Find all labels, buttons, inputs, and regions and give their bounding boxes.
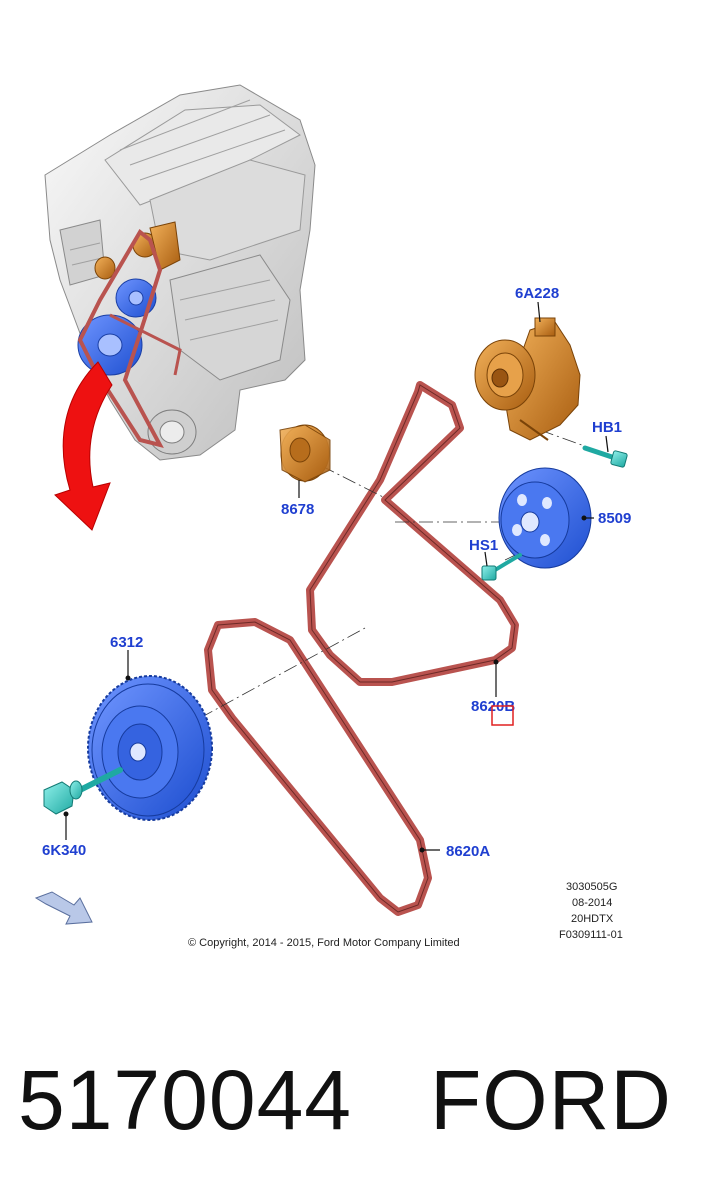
meta-line-3: 20HDTX <box>571 913 614 925</box>
copyright-text: © Copyright, 2014 - 2015, Ford Motor Com… <box>188 937 460 949</box>
engine-idler-icon <box>94 256 116 280</box>
meta-line-4: F0309111-01 <box>559 929 623 941</box>
footer: 5170044 FORD <box>0 1040 708 1170</box>
callout-6312: 6312 <box>110 634 143 651</box>
callout-hs1: HS1 <box>469 537 498 554</box>
idler-pulley-8678 <box>279 424 331 483</box>
callout-hb1: HB1 <box>592 419 622 436</box>
belt-8620b <box>306 381 519 686</box>
brand-name: FORD <box>430 1053 672 1147</box>
callout-8620a: 8620A <box>446 843 490 860</box>
callout-8678: 8678 <box>281 501 314 518</box>
callout-6a228: 6A228 <box>515 285 559 302</box>
red-direction-arrow-icon <box>54 361 113 531</box>
callout-6k340: 6K340 <box>42 842 86 859</box>
callout-8509: 8509 <box>598 510 631 527</box>
part-number: 5170044 <box>18 1053 353 1147</box>
view-direction-arrow-icon <box>34 891 93 925</box>
crankshaft-pulley-6312 <box>87 675 213 821</box>
bolt-hb1-icon <box>582 445 628 468</box>
belt-routing-diagram: 6A228 HB1 8678 8509 HS1 6312 8620B 6K340… <box>34 84 631 949</box>
engine-illustration <box>44 84 316 531</box>
meta-line-1: 3030505G <box>566 881 617 893</box>
water-pump-pulley-8509 <box>498 467 592 569</box>
belt-8620a <box>204 618 432 916</box>
meta-line-2: 08-2014 <box>572 897 612 909</box>
bolt-hs1-icon <box>481 553 522 581</box>
crank-bolt-6k340-icon <box>43 767 123 815</box>
highlight-box <box>491 705 514 726</box>
tensioner-6a228 <box>474 317 581 441</box>
